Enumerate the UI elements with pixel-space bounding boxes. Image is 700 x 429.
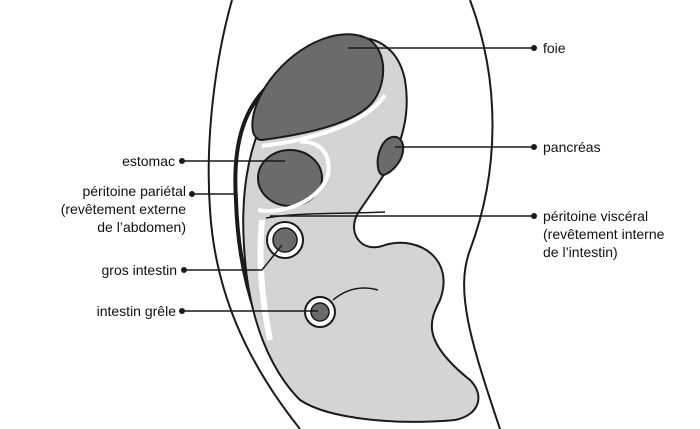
body-outline-right xyxy=(464,0,500,429)
small-intestine-shape xyxy=(311,303,329,321)
large-intestine-shape xyxy=(273,228,297,252)
label-intestin-grele: intestin grêle xyxy=(56,302,176,320)
label-estomac: estomac xyxy=(80,152,175,170)
label-peritoine-parietal: péritoine pariétal (revêtement externe d… xyxy=(34,182,186,236)
label-gros-intestin: gros intestin xyxy=(70,261,177,279)
label-foie: foie xyxy=(543,39,566,57)
label-peritoine-visceral-line1: péritoine viscéral xyxy=(543,207,664,225)
label-peritoine-visceral-line3: de l’intestin) xyxy=(543,243,664,261)
label-peritoine-parietal-line2: (revêtement externe xyxy=(34,200,186,218)
label-peritoine-visceral-line2: (revêtement interne xyxy=(543,225,664,243)
label-peritoine-visceral: péritoine viscéral (revêtement interne d… xyxy=(543,207,664,261)
leader-pancreas xyxy=(395,144,537,150)
leader-peritoine-parietal xyxy=(189,191,234,197)
label-peritoine-parietal-line3: de l’abdomen) xyxy=(34,218,186,236)
label-pancreas: pancréas xyxy=(543,138,601,156)
label-peritoine-parietal-line1: péritoine pariétal xyxy=(34,182,186,200)
